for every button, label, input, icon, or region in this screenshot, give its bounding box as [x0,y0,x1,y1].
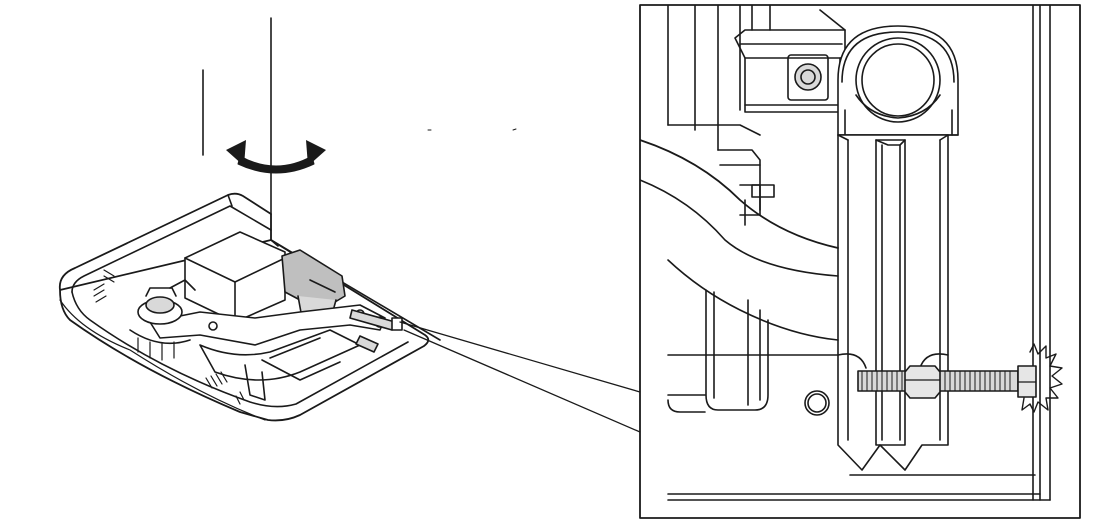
gate-leaf [270,213,441,341]
hatched-parts [93,269,245,405]
foundation-box [58,192,430,422]
pivot-ring [837,25,959,136]
housing-curve [640,124,839,341]
bolt-and-nut-icon [857,365,1037,399]
starburst-icon [1021,343,1063,413]
pivot-gear [129,279,196,361]
callout-leader [399,321,641,433]
lever-arm-detail [837,134,949,471]
overview-view [58,17,641,433]
lower-rails [667,289,839,416]
upper-bracket [734,9,846,113]
detail-view [639,4,1081,519]
bolt-and-nut-icon [349,309,403,353]
curved-double-arrow-icon [226,140,326,174]
detail-frame [639,4,1081,519]
hole-circle [804,390,830,416]
motor-housing [184,231,361,401]
